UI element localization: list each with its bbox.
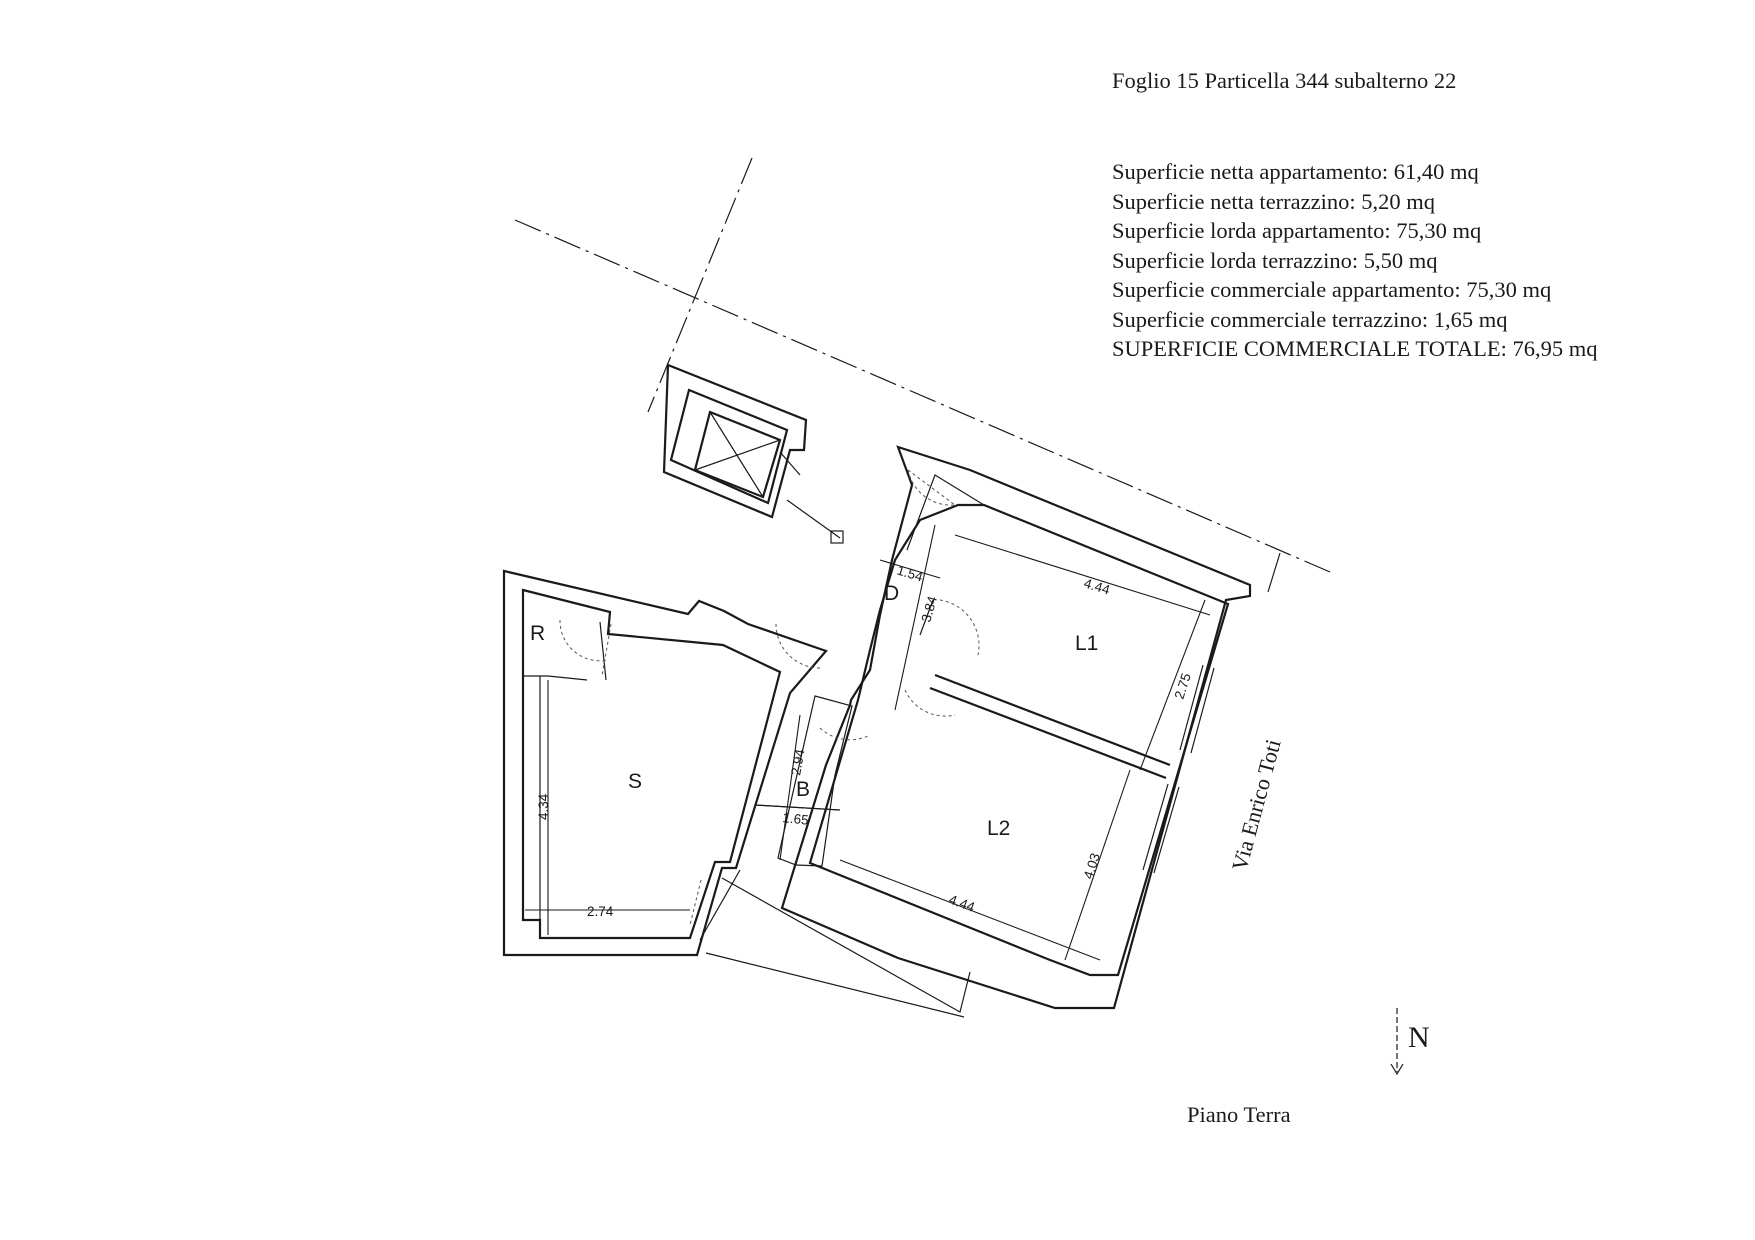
- surface-gross-terrace: Superficie lorda terrazzino: 5,50 mq: [1112, 247, 1438, 273]
- north-arrow: [1390, 1008, 1404, 1076]
- dim-l1-depth: 2.75: [1172, 671, 1194, 701]
- dim-s-depth: 4.34: [536, 793, 551, 820]
- dimension-lines: [525, 524, 1211, 961]
- dim-l1-width: 4.44: [1082, 576, 1112, 598]
- dim-s-width: 2.74: [587, 904, 614, 919]
- room-label-l2: L2: [987, 817, 1010, 840]
- dim-d-length: 3.84: [918, 594, 940, 624]
- door-swings: [559, 469, 980, 926]
- surface-gross-apartment: Superficie lorda appartamento: 75,30 mq: [1112, 218, 1482, 243]
- dim-l2-depth: 4.03: [1081, 851, 1103, 881]
- floor-label: Piano Terra: [1187, 1102, 1291, 1127]
- elevator-shaft: [662, 363, 844, 544]
- room-label-l1: L1: [1075, 632, 1098, 655]
- street-name: Via Enrico Toti: [1227, 737, 1286, 874]
- surface-net-terrace: Superficie netta terrazzino: 5,20 mq: [1112, 188, 1435, 214]
- boundary-axes: [514, 157, 1331, 593]
- surface-commercial-total: SUPERFICIE COMMERCIALE TOTALE: 76,95 mq: [1112, 336, 1598, 361]
- cadastral-reference: Foglio 15 Particella 344 subalterno 22: [1112, 68, 1457, 93]
- surface-commercial-apartment: Superficie commerciale appartamento: 75,…: [1112, 277, 1552, 302]
- surface-summary: Superficie netta appartamento: 61,40 mq …: [1112, 157, 1598, 364]
- room-label-r: R: [530, 622, 545, 645]
- room-label-b: B: [796, 778, 810, 801]
- north-label: N: [1408, 1021, 1430, 1054]
- room-label-s: S: [628, 770, 642, 793]
- room-label-d: D: [884, 582, 899, 605]
- terrace: [699, 869, 971, 1018]
- windows-east: [1142, 664, 1215, 874]
- surface-commercial-terrace: Superficie commerciale terrazzino: 1,65 …: [1112, 306, 1508, 332]
- dim-l2-width: 4.44: [947, 892, 977, 915]
- wall-living-s: [502, 569, 828, 957]
- dim-b-length: 2.94: [788, 748, 807, 777]
- dim-d-width: 1.54: [895, 563, 925, 585]
- dim-b-width: 1.65: [782, 810, 810, 828]
- surface-net-apartment: Superficie netta appartamento: 61,40 mq: [1112, 159, 1479, 184]
- wall-apartment-right: [780, 445, 1252, 1010]
